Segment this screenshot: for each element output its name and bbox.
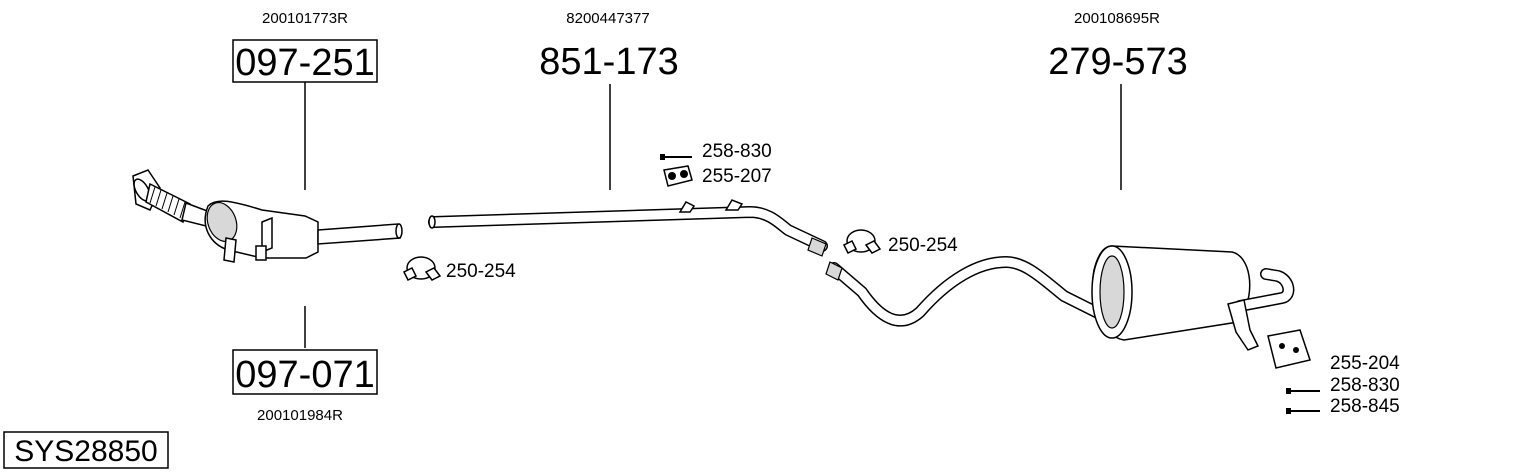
bolt-rear-1-drawing <box>1286 388 1320 394</box>
middle-pipe-drawing <box>428 199 828 257</box>
mid-pipe-part-number[interactable]: 851-173 <box>539 41 678 83</box>
rubber-mid-label[interactable]: 255-207 <box>702 166 772 187</box>
mid-pipe-oem-number: 8200447377 <box>566 10 649 27</box>
clamp-right-drawing <box>842 229 882 255</box>
rear-silencer-part-number[interactable]: 279-573 <box>1048 41 1187 83</box>
cat-bottom-part-box[interactable] <box>232 349 378 395</box>
rubber-rear-drawing <box>1267 329 1311 369</box>
rubber-mid-drawing <box>663 165 693 187</box>
bolt-rear-1-label[interactable]: 258-830 <box>1330 375 1400 396</box>
rear-silencer-oem-number: 200108695R <box>1074 10 1160 27</box>
clamp-right-label[interactable]: 250-254 <box>888 235 958 256</box>
rear-silencer-drawing <box>825 245 1295 351</box>
cat-top-part-number[interactable]: 097-251 <box>235 42 374 84</box>
system-id-box <box>3 431 169 469</box>
system-id: SYS28850 <box>14 435 157 468</box>
cat-bottom-oem-number: 200101984R <box>257 407 343 424</box>
clamp-left-label[interactable]: 250-254 <box>446 261 516 282</box>
bolt-mid-label[interactable]: 258-830 <box>702 141 772 162</box>
catalytic-converter-drawing <box>132 169 403 263</box>
cat-top-part-box[interactable] <box>232 39 378 83</box>
rubber-rear-label[interactable]: 255-204 <box>1330 353 1400 374</box>
bolt-rear-2-drawing <box>1286 408 1320 414</box>
cat-bottom-part-number[interactable]: 097-071 <box>235 354 374 396</box>
bolt-mid-drawing <box>660 154 692 160</box>
bolt-rear-2-label[interactable]: 258-845 <box>1330 396 1400 417</box>
clamp-left-drawing <box>402 256 442 282</box>
cat-top-oem-number: 200101773R <box>262 10 348 27</box>
